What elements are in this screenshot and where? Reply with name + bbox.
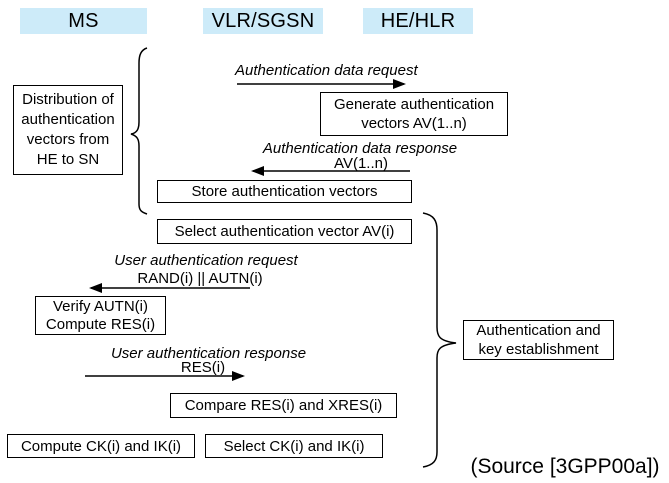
- generate-vectors-box-line1: Generate authentication: [333, 96, 495, 113]
- select-ck-ik-box: Select CK(i) and IK(i): [205, 434, 383, 458]
- distribution-box-line2: authentication: [21, 111, 115, 128]
- right-brace-icon: [422, 212, 457, 468]
- auth-key-box-line1: Authentication and: [476, 322, 601, 339]
- auth-data-request-label: Authentication data request: [235, 62, 418, 79]
- compute-ck-ik-box: Compute CK(i) and IK(i): [7, 434, 195, 458]
- select-vector-box: Select authentication vector AV(i): [157, 219, 412, 244]
- compare-res-box: Compare RES(i) and XRES(i): [170, 393, 397, 418]
- generate-vectors-box: Generate authentication vectors AV(1..n): [320, 92, 508, 136]
- auth-data-response-label: Authentication data response: [262, 140, 458, 157]
- user-auth-response-params: RES(i): [180, 359, 226, 376]
- generate-vectors-box-line2: vectors AV(1..n): [361, 115, 467, 132]
- distribution-box-line3: vectors from: [26, 131, 110, 148]
- auth-key-box-line2: key establishment: [478, 341, 599, 358]
- entity-header-ms: MS: [20, 8, 147, 34]
- verify-compute-box-line2: Compute RES(i): [45, 315, 156, 333]
- user-auth-request-params: RAND(i) || AUTN(i): [137, 270, 263, 287]
- store-vectors-box: Store authentication vectors: [157, 180, 412, 203]
- user-auth-response-label: User authentication response: [110, 345, 307, 362]
- verify-compute-box: Verify AUTN(i) Compute RES(i): [35, 296, 166, 335]
- distribution-box-line4: HE to SN: [36, 151, 100, 168]
- auth-key-establishment-box: Authentication and key establishment: [463, 320, 614, 360]
- user-auth-request-label: User authentication request: [114, 252, 298, 269]
- entity-header-vlr-sgsn: VLR/SGSN: [203, 8, 323, 34]
- entity-header-he-hlr: HE/HLR: [363, 8, 473, 34]
- auth-data-response-params: AV(1..n): [334, 155, 388, 172]
- distribution-box: Distribution of authentication vectors f…: [13, 85, 123, 175]
- source-note: (Source [3GPP00a]): [470, 455, 660, 478]
- left-brace-icon: [130, 47, 148, 215]
- distribution-box-line1: Distribution of: [22, 91, 114, 108]
- verify-compute-box-line1: Verify AUTN(i): [52, 297, 148, 315]
